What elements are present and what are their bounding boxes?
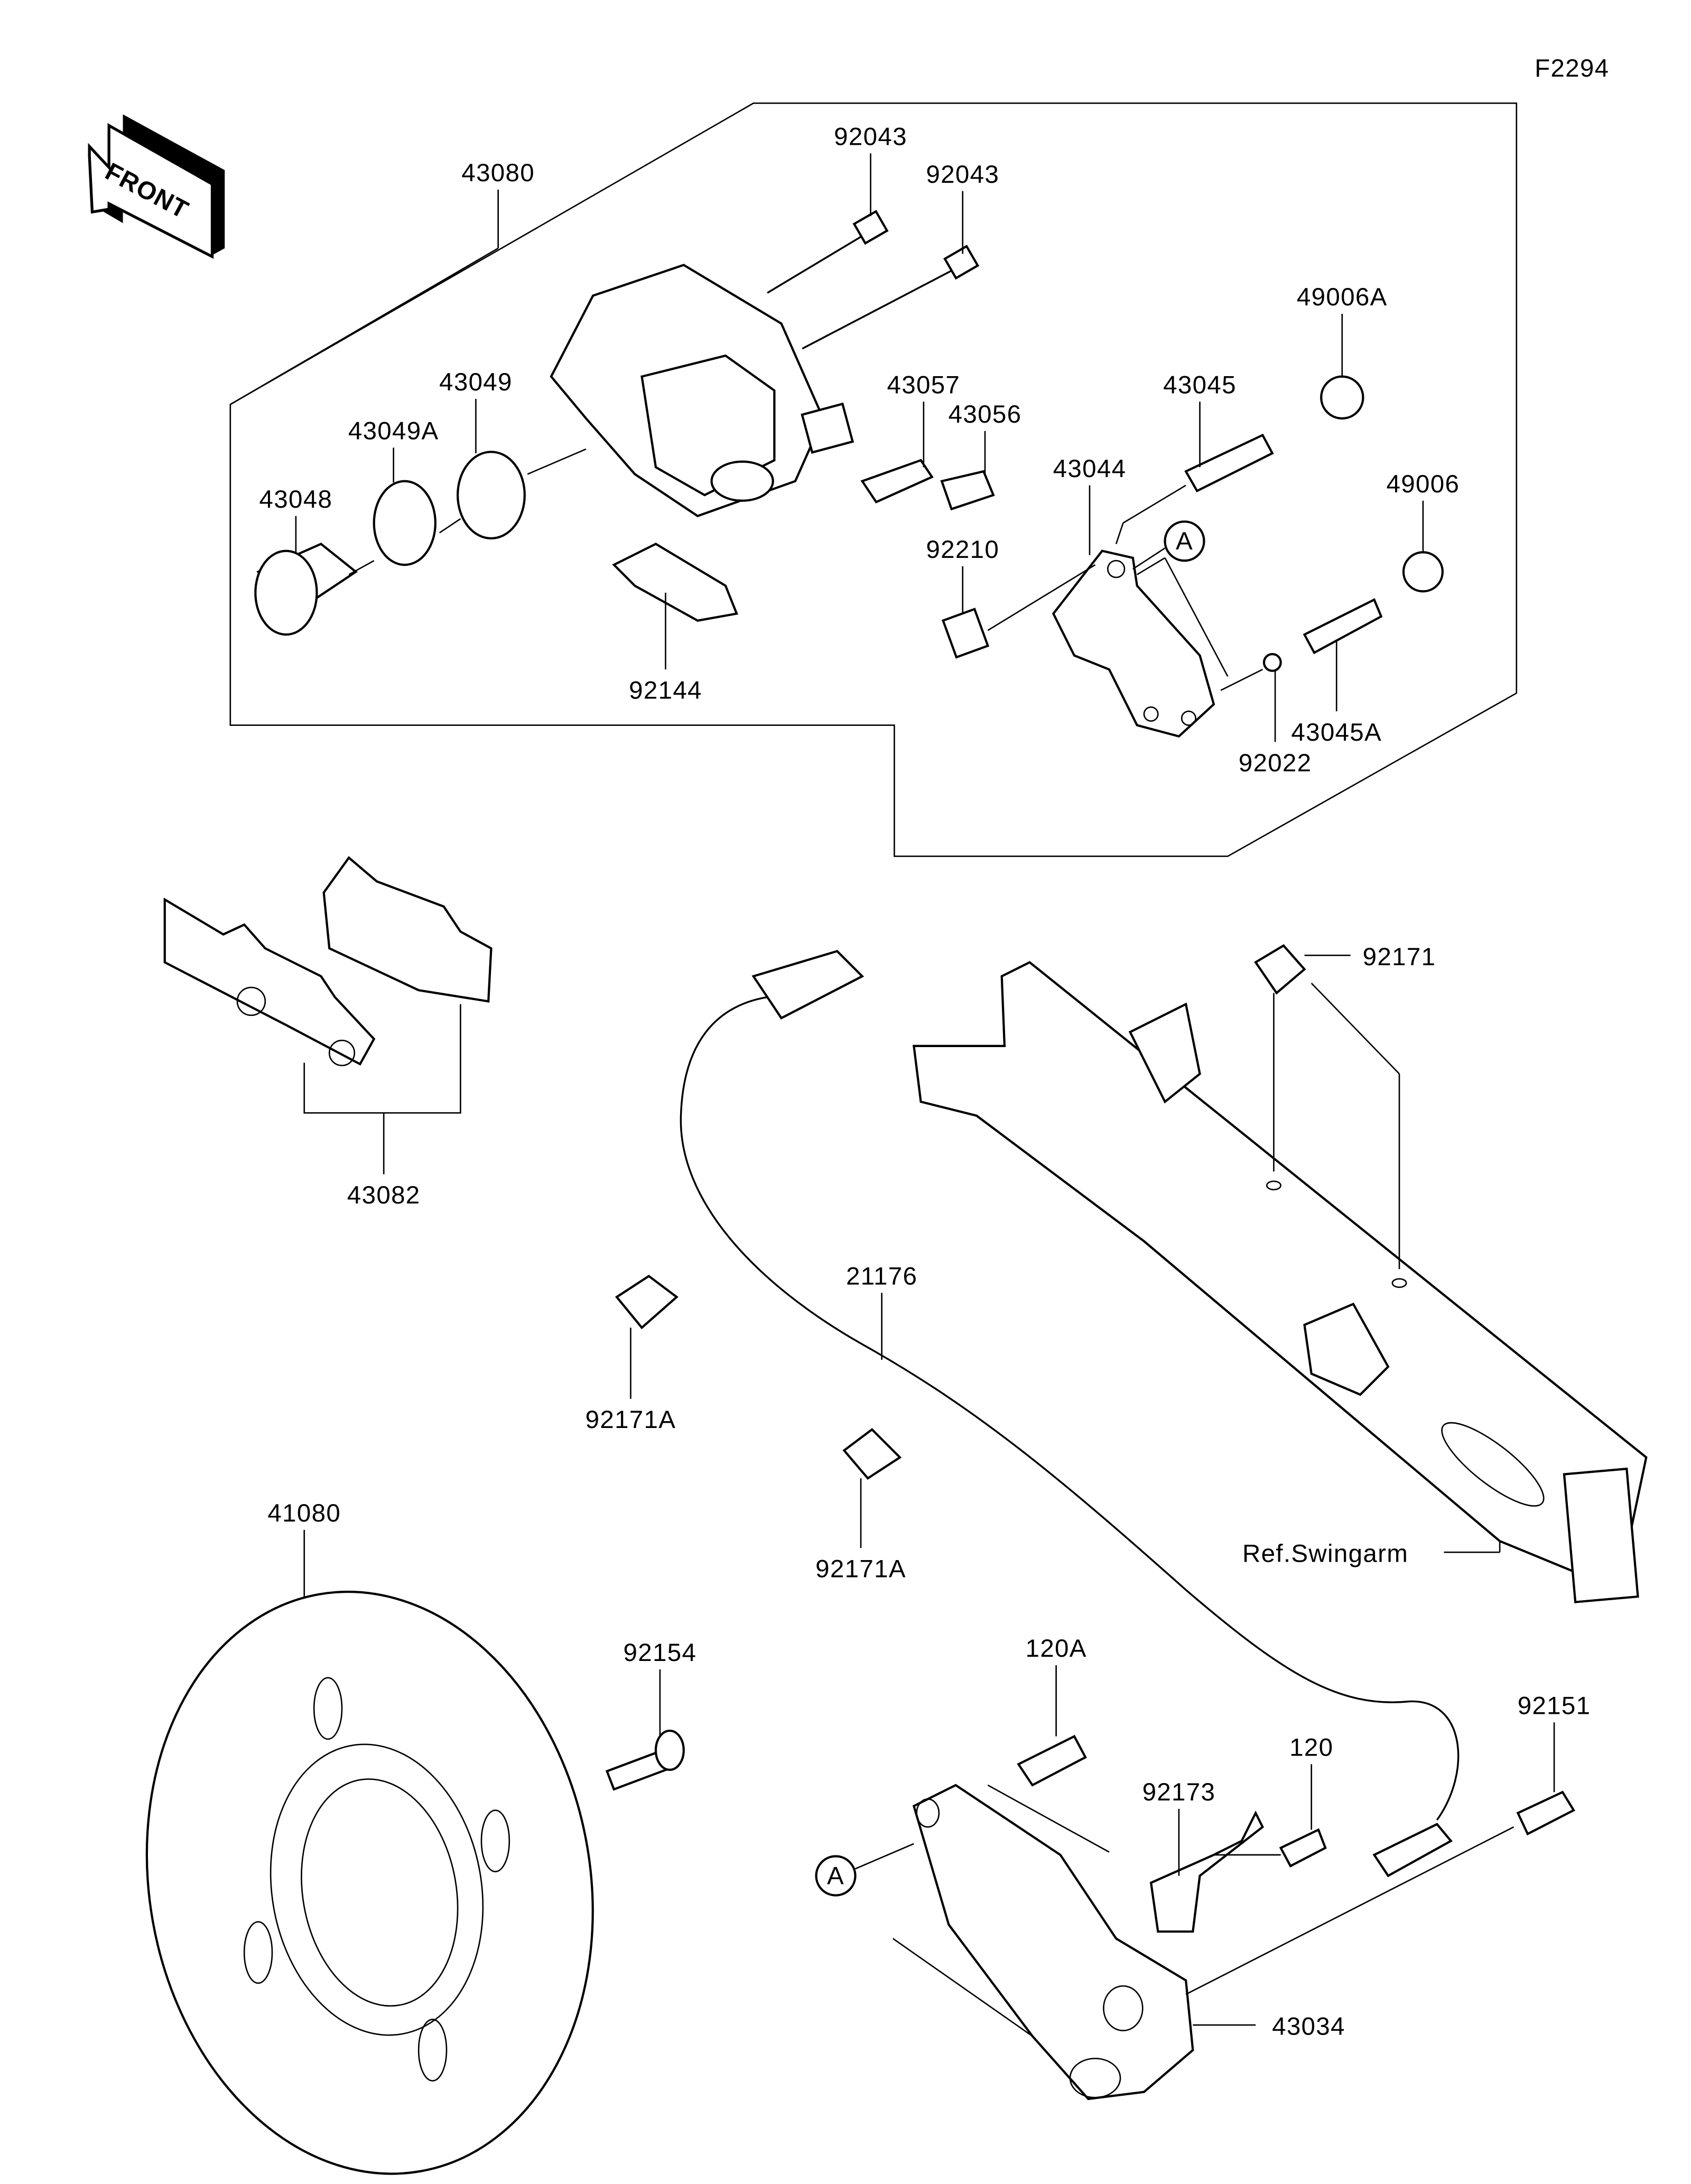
callout-43049: 43049 <box>439 368 513 396</box>
swingarm <box>912 960 1648 1603</box>
callout-43082: 43082 <box>347 1181 421 1209</box>
callout-92144: 92144 <box>629 677 702 705</box>
bleeder-valve-43056 <box>940 470 995 511</box>
callout-43045A: 43045A <box>1291 718 1382 746</box>
callout-49006: 49006 <box>1387 470 1460 498</box>
caliper-assembly-outline <box>229 102 1518 857</box>
ref-swingarm-label: Ref.Swingarm <box>1242 1540 1408 1568</box>
caliper-body <box>550 264 854 518</box>
cable-connector <box>751 949 865 1020</box>
callout-43049A: 43049A <box>348 417 439 445</box>
callout-92210: 92210 <box>926 536 999 564</box>
leader-lines <box>230 153 1555 2026</box>
callout-92043: 92043 <box>834 123 907 151</box>
caliper-bracket <box>1052 549 1215 738</box>
callout-43048: 43048 <box>259 486 333 514</box>
caliper-pin <box>767 210 980 350</box>
piston-seal-43049 <box>457 451 526 540</box>
piston-seal-43049A <box>373 480 436 566</box>
slide-pin-43045A <box>1303 598 1383 655</box>
piston <box>254 543 358 636</box>
callout-49006A: 49006A <box>1297 283 1388 311</box>
callout-43056: 43056 <box>949 400 1022 428</box>
wheel-speed-sensor <box>1372 1823 1453 1878</box>
callout-92154: 92154 <box>624 1639 697 1667</box>
abs-sensor-cable <box>680 996 1460 1821</box>
callout-92043: 92043 <box>926 161 999 189</box>
bolt-120A <box>1017 1734 1087 1787</box>
bolt-120 <box>1279 1828 1327 1868</box>
clamp-92173 <box>1149 1810 1264 1933</box>
callout-120A: 120A <box>1026 1635 1087 1663</box>
bleeder-cap-43057 <box>860 459 934 504</box>
callout-92171A: 92171A <box>815 1555 906 1583</box>
sensor-bracket <box>912 1784 1194 2101</box>
callout-labels: 43080 92043 92043 49006A 43045 43049 430… <box>259 123 1591 2041</box>
boot-49006A <box>1320 375 1364 420</box>
svg-text:A: A <box>827 1862 844 1890</box>
slide-pin-43045 <box>1184 433 1274 493</box>
callout-92171A: 92171A <box>586 1406 676 1434</box>
ref-marker-a-bottom: A <box>815 1855 857 1897</box>
callout-43080: 43080 <box>461 159 535 187</box>
clamp-92171A <box>615 1274 679 1330</box>
clamp-92171A <box>842 1428 902 1480</box>
sleeve-92210 <box>941 608 990 659</box>
callout-41080: 41080 <box>267 1499 341 1527</box>
callout-43034: 43034 <box>1272 2013 1345 2041</box>
brake-disc <box>145 1590 594 2175</box>
callout-120: 120 <box>1289 1734 1333 1762</box>
callout-43057: 43057 <box>887 371 960 399</box>
bolt-92151 <box>1516 1790 1575 1836</box>
callout-92173: 92173 <box>1142 1778 1216 1806</box>
diagram-code: F2294 <box>1535 54 1609 82</box>
clamp-92171 <box>1254 944 1306 995</box>
callout-43045: 43045 <box>1163 371 1237 399</box>
callout-43044: 43044 <box>1053 455 1127 483</box>
callout-92171: 92171 <box>1363 943 1436 971</box>
callout-21176: 21176 <box>846 1262 917 1290</box>
boot-49006 <box>1402 551 1444 593</box>
pad-spring <box>612 543 739 622</box>
callout-92151: 92151 <box>1518 1692 1591 1720</box>
callout-92022: 92022 <box>1239 749 1312 777</box>
front-arrow-icon: FRONT <box>88 114 225 259</box>
brake-pads <box>163 856 493 1174</box>
svg-text:A: A <box>1176 527 1193 555</box>
ref-marker-a-top: A <box>1164 520 1205 562</box>
circlip-92022 <box>1262 652 1282 672</box>
